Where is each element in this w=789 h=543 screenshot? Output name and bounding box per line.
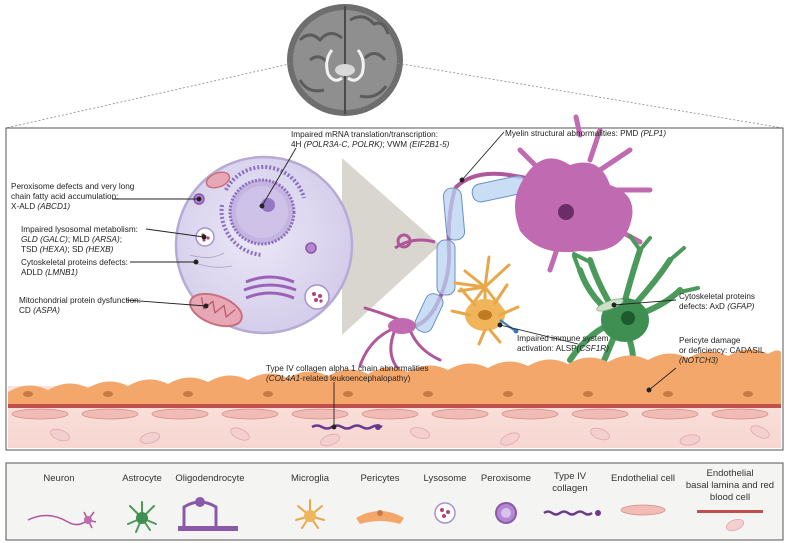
legend-basal-lamina: Endothelial basal lamina and red blood c…: [686, 468, 774, 532]
svg-text:Type IV collagen alpha 1 chain: Type IV collagen alpha 1 chain abnormali…: [266, 364, 429, 373]
svg-text:CD (ASPA): CD (ASPA): [19, 306, 60, 315]
svg-text:Cytoskeletal proteins: Cytoskeletal proteins: [679, 292, 755, 301]
annotation-pericyte: Pericyte damage or deficiency: CADASIL (…: [679, 336, 765, 365]
annotation-mitochondria: Mitochondrial protein dysfunction: CD (A…: [19, 296, 141, 315]
legend-lysosome: Lysosome: [424, 473, 467, 524]
astrocyte-cell: [567, 234, 700, 393]
annotation-peroxisome: Peroxisome defects and very long chain f…: [11, 182, 135, 211]
perspective-line-right: [389, 61, 784, 129]
legend-collagen: Type IV collagen: [543, 471, 601, 516]
svg-text:Cytoskeletal proteins defects:: Cytoskeletal proteins defects:: [21, 258, 128, 267]
svg-text:TSD (HEXA); SD (HEXB): TSD (HEXA); SD (HEXB): [21, 245, 114, 254]
legend-box: [5, 462, 784, 541]
svg-text:Mitochondrial protein dysfunct: Mitochondrial protein dysfunction:: [19, 296, 141, 305]
svg-text:or deficiency: CADASIL: or deficiency: CADASIL: [679, 346, 765, 355]
legend-pericytes: Pericytes: [356, 473, 404, 524]
annotation-axd: Cytoskeletal proteins defects: AxD (GFAP…: [679, 292, 755, 311]
svg-text:4H (POLR3A-C, POLRK); VWM (EIF: 4H (POLR3A-C, POLRK); VWM (EIF2B1-5): [291, 140, 450, 149]
annotation-collagen: Type IV collagen alpha 1 chain abnormali…: [266, 364, 429, 383]
magnify-arrow: [342, 158, 440, 335]
microglia-cell: [450, 255, 520, 346]
svg-text:Myelin structural abnormalitie: Myelin structural abnormalities: PMD (PL…: [505, 129, 666, 138]
annotation-immune: Impaired immune system activation: ALSP(…: [517, 334, 609, 353]
svg-text:Astrocyte: Astrocyte: [122, 473, 162, 484]
svg-text:blood cell: blood cell: [710, 492, 750, 503]
svg-text:(COL4A1-related leukoencephal: (COL4A1-related leukoencephalopathy): [266, 374, 411, 383]
annotation-cytoskeletal-adld: Cytoskeletal proteins defects: ADLD (LMN…: [21, 258, 128, 277]
svg-text:Pericytes: Pericytes: [360, 473, 399, 484]
svg-text:chain fatty acid accumulation:: chain fatty acid accumulation:: [11, 192, 118, 201]
legend-astrocyte: Astrocyte: [122, 473, 162, 533]
legend-neuron: Neuron: [27, 473, 97, 529]
svg-text:Endothelial cell: Endothelial cell: [611, 473, 675, 484]
svg-text:basal lamina and red: basal lamina and red: [686, 480, 774, 491]
svg-text:Oligodendrocyte: Oligodendrocyte: [175, 473, 244, 484]
svg-text:activation: ALSP(CSF1R): activation: ALSP(CSF1R): [517, 344, 609, 353]
svg-text:Pericyte damage: Pericyte damage: [679, 336, 741, 345]
blood-vessel: [8, 349, 781, 448]
annotation-myelin: Myelin structural abnormalities: PMD (PL…: [505, 129, 666, 138]
svg-text:X-ALD (ABCD1): X-ALD (ABCD1): [11, 202, 70, 211]
svg-text:Neuron: Neuron: [43, 473, 74, 484]
svg-text:(NOTCH3): (NOTCH3): [679, 356, 718, 365]
svg-text:Peroxisome defects and very lo: Peroxisome defects and very long: [11, 182, 135, 191]
legend-endothelial: Endothelial cell: [611, 473, 675, 516]
svg-text:defects: AxD (GFAP): defects: AxD (GFAP): [679, 302, 755, 311]
svg-text:ADLD (LMNB1): ADLD (LMNB1): [21, 268, 78, 277]
svg-text:GLD (GALC); MLD (ARSA);: GLD (GALC); MLD (ARSA);: [21, 235, 122, 244]
svg-text:collagen: collagen: [552, 483, 587, 494]
svg-text:Impaired mRNA translation/tran: Impaired mRNA translation/transcription:: [291, 130, 438, 139]
svg-text:Type IV: Type IV: [554, 471, 587, 482]
svg-text:Impaired lysosomal metabolism:: Impaired lysosomal metabolism:: [21, 225, 138, 234]
svg-text:Lysosome: Lysosome: [424, 473, 467, 484]
annotation-lysosome: Impaired lysosomal metabolism: GLD (GALC…: [21, 225, 138, 254]
cell-illustration: [174, 155, 354, 335]
svg-text:Peroxisome: Peroxisome: [481, 473, 531, 484]
svg-text:Endothelial: Endothelial: [706, 468, 753, 479]
svg-text:Microglia: Microglia: [291, 473, 330, 484]
legend-peroxisome: Peroxisome: [481, 473, 531, 524]
annotation-mrna: Impaired mRNA translation/transcription:…: [291, 130, 450, 149]
svg-text:Impaired immune system: Impaired immune system: [517, 334, 609, 343]
annotation-pointers: [112, 131, 677, 430]
legend-microglia: Microglia: [291, 473, 330, 529]
brain-illustration: [287, 4, 403, 116]
neuron-with-myelin: [358, 114, 653, 372]
legend-oligodendrocyte: Oligodendrocyte: [175, 473, 245, 531]
perspective-line-left: [5, 61, 299, 129]
